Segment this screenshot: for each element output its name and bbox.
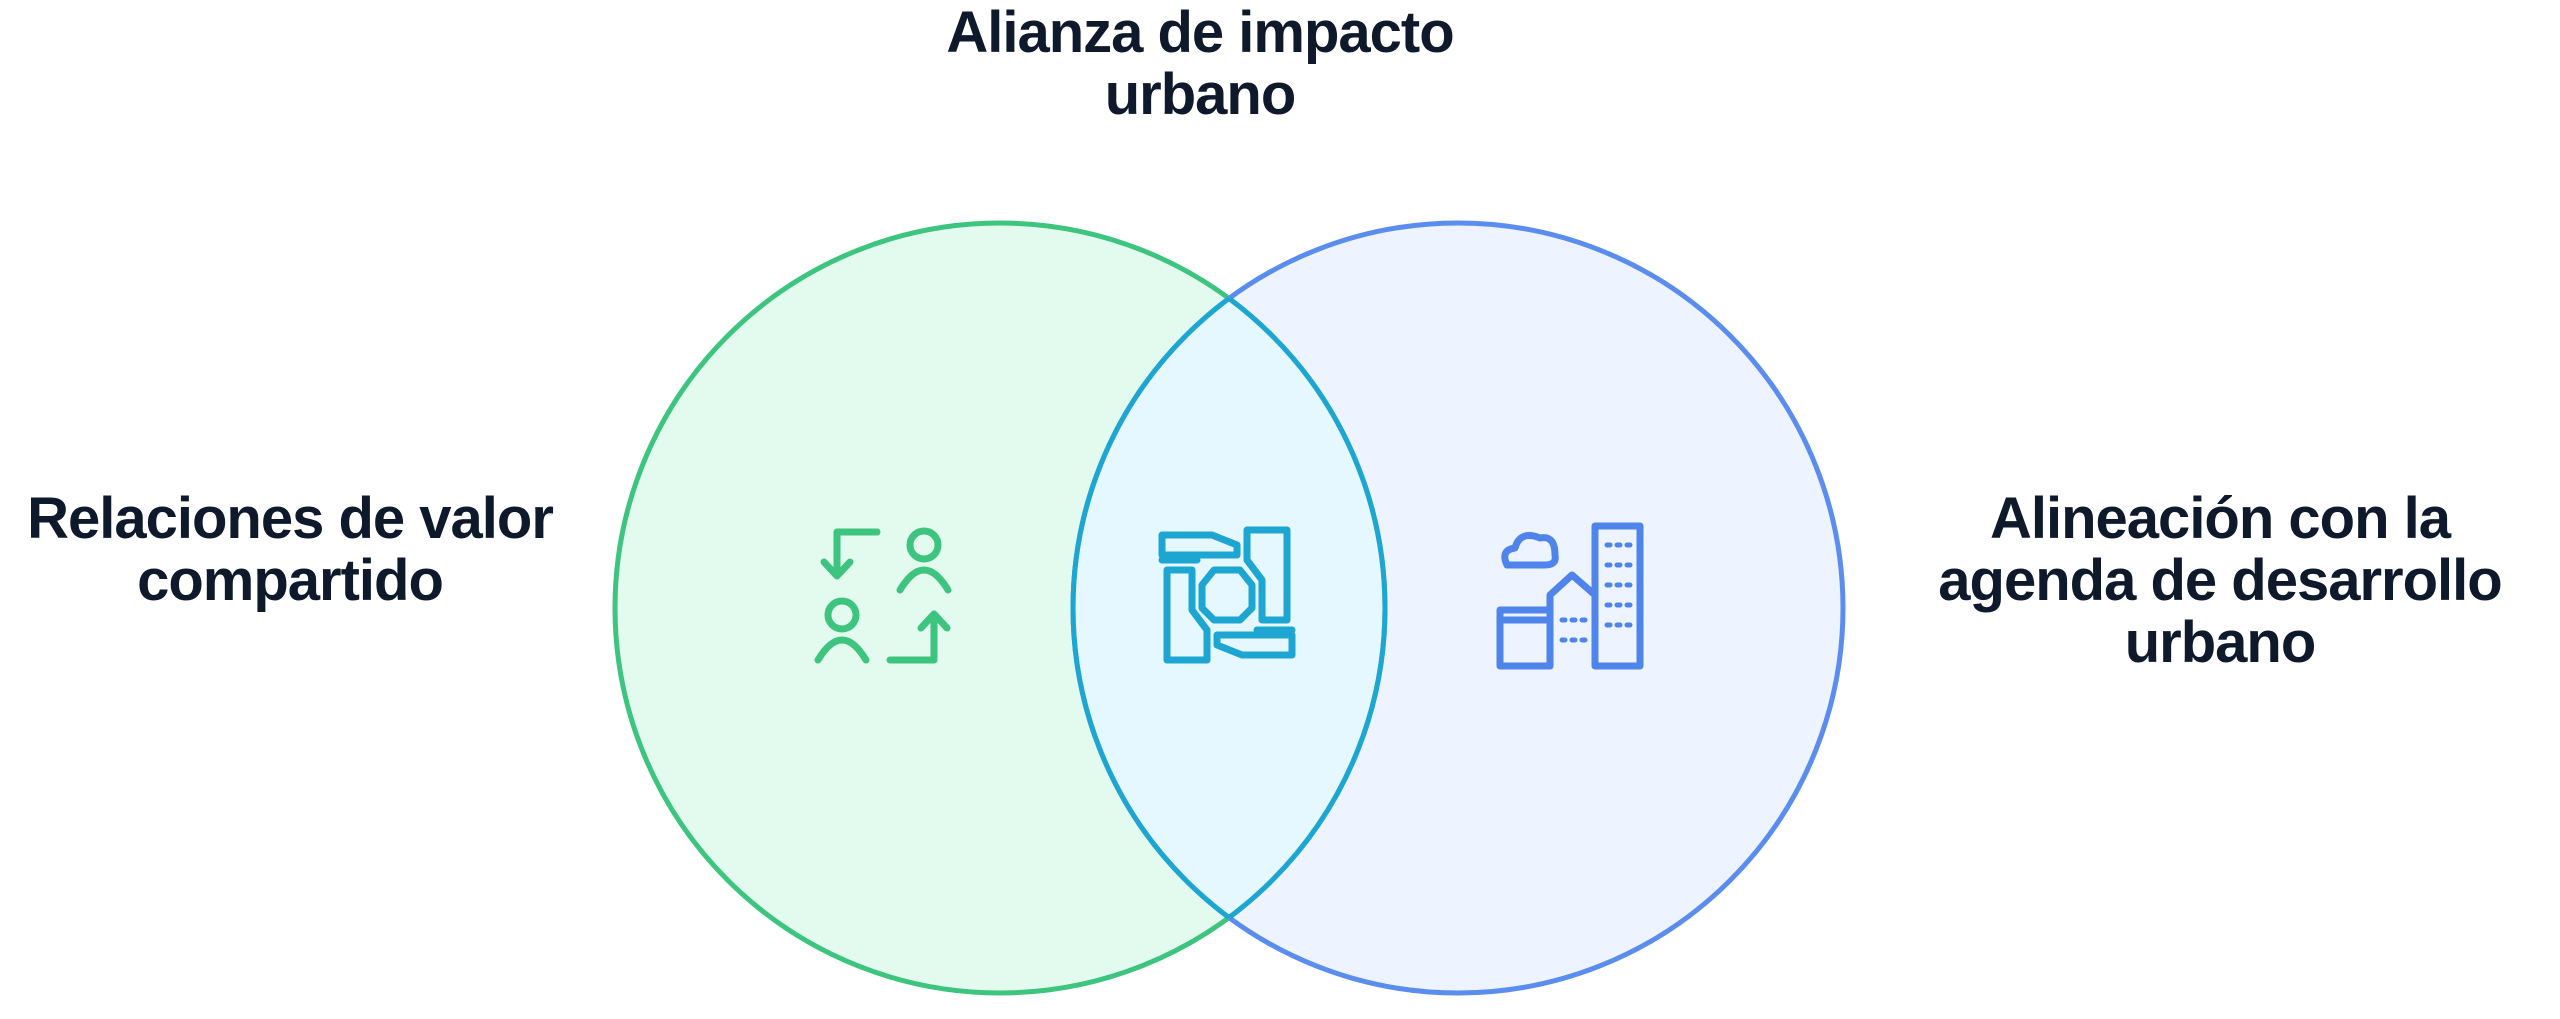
title-line-2: urbano: [1104, 62, 1297, 127]
people-exchange-icon: [814, 527, 952, 664]
right-label-line-2: agenda de desarrollo: [1938, 548, 2502, 613]
right-label-line-3: urbano: [2124, 610, 2317, 675]
joined-hands-icon: [1158, 526, 1296, 664]
left-set-label: Relaciones de valor compartido: [10, 488, 570, 612]
right-label-line-1: Alineación con la: [1990, 486, 2451, 551]
city-buildings-icon: [1496, 522, 1644, 670]
intersection-outline-right: [1073, 223, 1388, 993]
right-set-label: Alineación con la agenda de desarrollo u…: [1890, 488, 2550, 674]
intersection-region: [1073, 223, 1385, 993]
intersection-title: Alianza de impacto urbano: [880, 2, 1520, 126]
title-line-1: Alianza de impacto: [946, 0, 1454, 65]
left-label-line-1: Relaciones de valor: [27, 486, 554, 551]
intersection-outline-left: [1070, 223, 1385, 993]
left-label-line-2: compartido: [137, 548, 444, 613]
